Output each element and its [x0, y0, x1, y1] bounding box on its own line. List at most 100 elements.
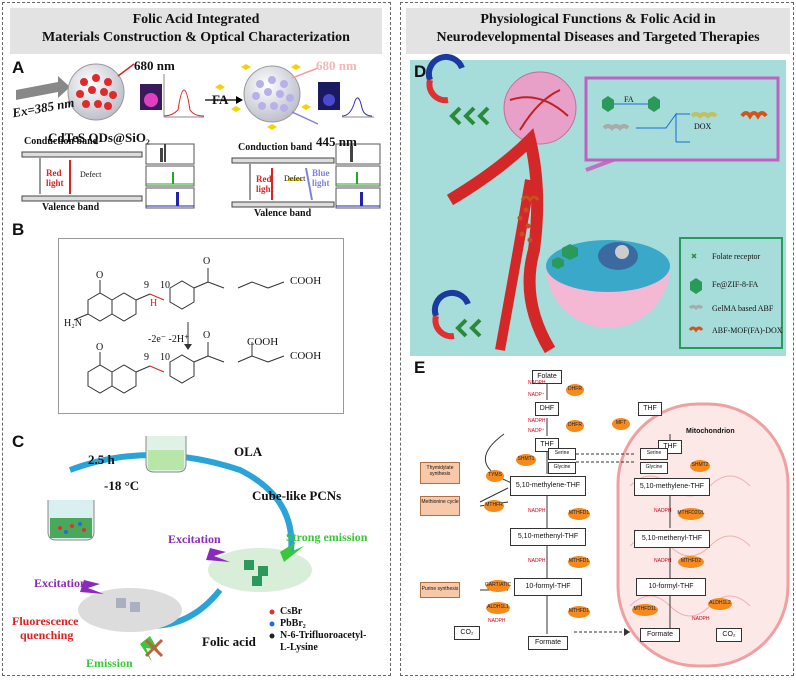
- panel-a-graphic: [16, 63, 381, 209]
- mthfd1c-enzyme: MTHFD1: [568, 606, 590, 618]
- mito-label: Mitochondrion: [686, 428, 735, 435]
- cooh1-label: COOH: [290, 275, 322, 287]
- menthf-cyto-box: 5,10-methenyl-THF: [510, 528, 586, 546]
- mft-enzyme: MFT: [612, 418, 630, 430]
- structure-frame: [58, 238, 344, 414]
- serine-cyto-box: Serine: [548, 448, 576, 460]
- shmt2-enzyme: SHMT2: [690, 460, 710, 472]
- o4-label: O: [203, 330, 211, 341]
- mthf-cyto-box: 5,10-methylene-THF: [510, 476, 586, 496]
- purine-box: Purine synthesis: [420, 582, 460, 598]
- o2-label: O: [203, 256, 211, 267]
- dhfr1-enzyme: DHFR: [566, 384, 584, 396]
- n10-label: 10: [160, 280, 170, 291]
- fq2-label: quenching: [20, 628, 74, 642]
- aldh1l2-enzyme: ALDH1L2: [708, 598, 732, 610]
- nadp-2: NADP⁺: [528, 428, 545, 434]
- mthfd2l-enzyme: MTHFD2/2L: [677, 508, 705, 520]
- right-header-line2: Neurodevelopmental Diseases and Targeted…: [436, 30, 760, 45]
- nadph-6: NADPH: [654, 508, 672, 514]
- emission-label: Emission: [86, 656, 133, 670]
- o1-label: O: [96, 270, 104, 281]
- cube-label: Cube-like PCNs: [252, 488, 342, 503]
- panel-c-letter: C: [12, 432, 25, 451]
- left-header: Folic Acid Integrated Materials Construc…: [10, 8, 382, 54]
- temp-label: -18 °C: [104, 478, 140, 493]
- left-header-line2: Materials Construction & Optical Charact…: [42, 30, 350, 45]
- nadph-2: NADPH: [528, 418, 546, 424]
- thf-mito-box: THF: [638, 402, 662, 416]
- left-header-line1: Folic Acid Integrated: [132, 12, 260, 27]
- co2-cyto-box: CO₂: [454, 626, 480, 640]
- mthfd1b-enzyme: MTHFD1: [568, 556, 590, 568]
- fthf-cyto-box: 10-formyl-THF: [514, 578, 582, 596]
- legend-gelma: GelMA based ABF: [712, 304, 774, 313]
- legend-abf-mof: ABF-MOF(FA)-DOX: [712, 326, 783, 335]
- nadph-8: NADPH: [692, 616, 710, 622]
- folate-box: Folate: [532, 370, 562, 384]
- fa-d-label: FA: [624, 95, 634, 104]
- structure-graphic: [73, 268, 285, 394]
- shmt1-enzyme: SHMT1: [516, 454, 536, 466]
- serine-mito-box: Serine: [640, 448, 668, 460]
- cooh2-label: COOH: [247, 336, 279, 348]
- panel-d-letter: D: [414, 62, 427, 81]
- red2-label: Red: [256, 174, 272, 184]
- right-header-line1: Physiological Functions & Folic Acid in: [480, 12, 716, 27]
- nadph-4: NADPH: [528, 558, 546, 564]
- methionine-box: Methionine cycle: [420, 496, 460, 516]
- tyms-enzyme: TYMS: [486, 470, 504, 482]
- nadph-1: NADPH: [528, 380, 546, 386]
- gart-enzyme: GART/ATIC: [485, 580, 511, 592]
- mthfd1a-enzyme: MTHFD1: [568, 508, 590, 520]
- formate-cyto-box: Formate: [528, 636, 568, 650]
- panel-a-letter: A: [12, 58, 25, 77]
- exc1-label: Excitation: [168, 532, 221, 546]
- t25-label: 2.5 h: [88, 452, 115, 467]
- nm680-label: 680 nm: [134, 58, 175, 73]
- legend-csbr: CsBr: [280, 606, 303, 617]
- left-panel: [2, 2, 391, 676]
- thymidylate-box: Thymidylate synthesis: [420, 462, 460, 484]
- n9-label: 9: [144, 280, 149, 291]
- red1-label: Red: [46, 168, 62, 178]
- n10b-label: 10: [160, 352, 170, 363]
- light3-label: light: [312, 178, 330, 188]
- nadph-7: NADPH: [654, 558, 672, 564]
- panel-e-letter: E: [414, 358, 426, 377]
- aldh1l1-enzyme: ALDH1L1: [486, 602, 510, 614]
- qds-label: CdTeS QDs@SiO₂: [48, 130, 150, 145]
- panel-b-letter: B: [12, 220, 25, 239]
- cb2-label: Conduction band: [238, 142, 313, 153]
- legend-folate-receptor: Folate receptor: [712, 252, 761, 261]
- exc2-label: Excitation: [34, 576, 87, 590]
- nadph-5: NADPH: [488, 618, 506, 624]
- dhfr2-enzyme: DHFR: [566, 420, 584, 432]
- right-panel: [400, 2, 794, 676]
- mthfd2-enzyme: MTHFD2: [678, 556, 704, 568]
- mthfr-enzyme: MTHFR: [484, 500, 504, 512]
- mthfd1l-enzyme: MTHFD1L: [632, 604, 658, 616]
- fa-label: FA: [212, 92, 229, 107]
- h2n-label: H₂N: [64, 318, 82, 329]
- vb2-label: Valence band: [254, 208, 312, 219]
- o3-label: O: [96, 342, 104, 353]
- strong-label: Strong emission: [286, 530, 368, 544]
- panel-d-graphic: [425, 53, 783, 354]
- legend-pbbr2: PbBr₂: [280, 618, 306, 629]
- reaction-label: -2e⁻ -2H⁺: [148, 334, 190, 345]
- cb1-label: Conduction band: [24, 136, 99, 147]
- light1-label: light: [46, 178, 64, 188]
- defect1-label: Defect: [80, 170, 102, 179]
- h-label: H: [150, 298, 158, 309]
- fthf-mito-box: 10-formyl-THF: [636, 578, 706, 596]
- cooh3-label: COOH: [290, 350, 322, 362]
- nm680b-label: 680 nm: [316, 58, 357, 73]
- folic-label: Folic acid: [202, 634, 256, 649]
- dox-d-label: DOX: [694, 122, 712, 131]
- n9b-label: 9: [144, 352, 149, 363]
- nadph-3: NADPH: [528, 508, 546, 514]
- glycine-mito-box: Glycine: [640, 462, 668, 474]
- panel-c-graphic: [47, 436, 312, 662]
- glycine-cyto-box: Glycine: [548, 462, 576, 474]
